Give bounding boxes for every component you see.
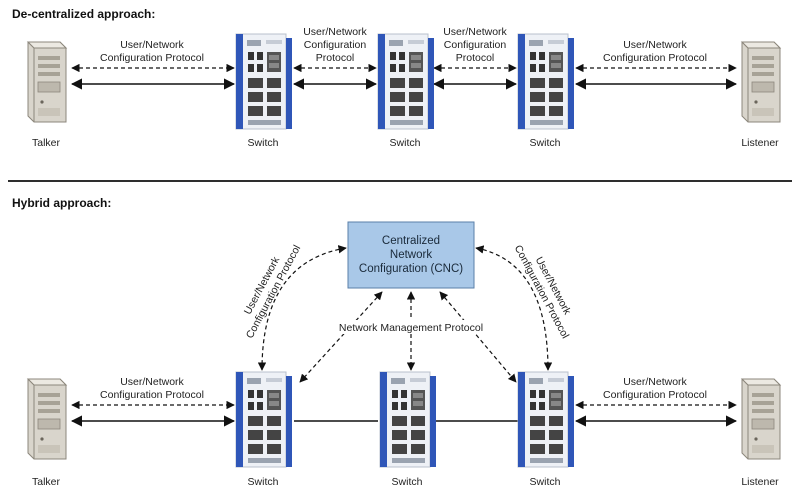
nmp-cnc-switch3: [439, 291, 517, 383]
protocol-mid-label-line2: Configuration: [444, 39, 507, 51]
nmp-label-bg: [336, 320, 486, 334]
listener-server-icon: [741, 378, 781, 460]
protocol-mid-label-line3: Protocol: [456, 52, 495, 64]
protocol-mid-label-line1: User/Network: [303, 26, 367, 38]
protocol-mid-label-line2: Configuration: [304, 39, 367, 51]
cnc-label-line1: Centralized: [382, 235, 440, 247]
protocol-label-line1: User/Network: [623, 376, 687, 388]
protocol-label-line1: User/Network: [120, 376, 184, 388]
listener-label: Listener: [741, 476, 779, 488]
switch-icon: [517, 33, 575, 130]
switch-icon: [235, 33, 293, 130]
hybrid-title: Hybrid approach:: [12, 196, 111, 210]
protocol-label-line2: Configuration Protocol: [603, 52, 707, 64]
listener-label: Listener: [741, 137, 779, 149]
cnc-label-line3: Configuration (CNC): [359, 263, 463, 275]
listener-server-icon: [741, 41, 781, 123]
switch-icon: [379, 371, 437, 468]
nmp-label: Network Management Protocol: [339, 322, 483, 334]
cnc-switch3-uncp-arc: [475, 245, 553, 371]
talker-server-icon: [27, 41, 67, 123]
switch-icon: [377, 33, 435, 130]
switch-icon: [235, 371, 293, 468]
uncp-arc-label-left: User/Network Configuration Protocol: [242, 243, 303, 340]
talker-server-icon: [27, 378, 67, 460]
protocol-label-line1: User/Network: [120, 39, 184, 51]
protocol-label-line1: User/Network: [623, 39, 687, 51]
nmp-cnc-switch1: [299, 291, 383, 383]
switch-icon: [517, 371, 575, 468]
protocol-mid-label-line3: Protocol: [316, 52, 355, 64]
protocol-label-line2: Configuration Protocol: [603, 389, 707, 401]
uncp-arc-label-right: User/Network Configuration Protocol: [512, 243, 574, 340]
switch-label: Switch: [392, 476, 423, 488]
protocol-mid-label-line1: User/Network: [443, 26, 507, 38]
switch-label: Switch: [248, 476, 279, 488]
switch-label: Switch: [530, 137, 561, 149]
switch-label: Switch: [390, 137, 421, 149]
protocol-label-line2: Configuration Protocol: [100, 389, 204, 401]
cnc-label-line2: Network: [390, 249, 432, 261]
switch-label: Switch: [248, 137, 279, 149]
switch-label: Switch: [530, 476, 561, 488]
talker-label: Talker: [32, 476, 61, 488]
cnc-box: [347, 221, 475, 289]
decentralized-title: De-centralized approach:: [12, 7, 155, 21]
talker-label: Talker: [32, 137, 61, 149]
protocol-label-line2: Configuration Protocol: [100, 52, 204, 64]
